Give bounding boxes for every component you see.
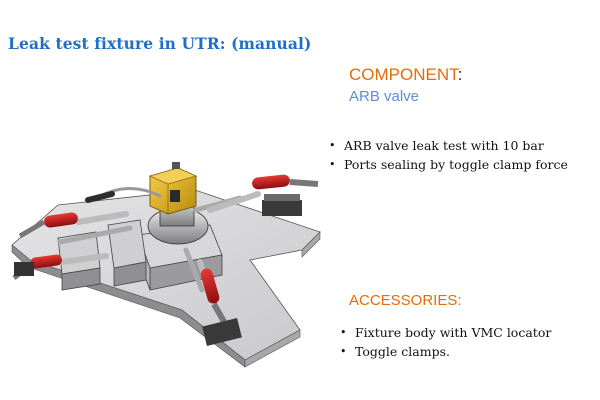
component-bullet-list: ARB valve leak test with 10 bar Ports se…: [327, 136, 568, 174]
fixture-illustration: [11, 162, 321, 368]
toggle-clamp-right: [207, 174, 319, 216]
slide-title: Leak test fixture in UTR: (manual): [8, 34, 312, 53]
accessories-bullet-item: Fixture body with VMC locator: [338, 323, 551, 342]
air-lines: [57, 187, 243, 293]
accessories-bullet-item: Toggle clamps.: [338, 342, 551, 361]
component-heading-colon: :: [457, 65, 463, 84]
accessories-bullet-list: Fixture body with VMC locator Toggle cla…: [338, 323, 551, 361]
toggle-clamp-left-top: [18, 211, 129, 239]
toggle-clamp-left-bottom: [12, 253, 109, 280]
accessories-heading: ACCESSORIES:: [349, 292, 462, 309]
toggle-clamp-bottom: [197, 259, 242, 347]
yellow-valve-actuator: [149, 162, 197, 215]
component-bullet-item: Ports sealing by toggle clamp force: [327, 155, 568, 174]
component-heading: COMPONENT:: [349, 65, 462, 85]
component-heading-text: COMPONENT: [349, 65, 458, 84]
component-bullet-item: ARB valve leak test with 10 bar: [327, 136, 568, 155]
component-name: ARB valve: [349, 88, 420, 105]
